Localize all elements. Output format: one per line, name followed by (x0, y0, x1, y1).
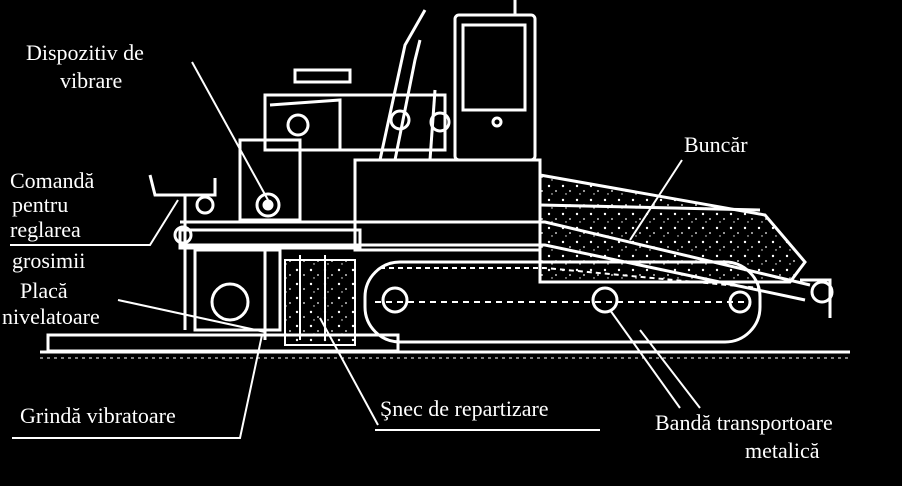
label-auger: Şnec de repartizare (380, 396, 549, 421)
vibration-device (238, 138, 302, 222)
label-thickness-cmd-line3: reglarea (10, 217, 81, 242)
leader-lines (10, 61, 701, 439)
operator-seat (263, 9, 451, 161)
auger (284, 255, 356, 346)
label-thickness-cmd-line4: grosimii (12, 248, 85, 273)
label-vibration-device-line1: Dispozitiv de (26, 40, 144, 65)
label-screed-plate-line2: nivelatoare (2, 304, 100, 329)
label-conveyor-line2: metalică (745, 438, 820, 463)
label-vibration-device-line2: vibrare (60, 68, 122, 93)
thickness-control (148, 174, 217, 330)
label-hopper: Buncăr (684, 132, 748, 157)
conveyor-track (363, 260, 762, 344)
operator-cabin (453, 0, 537, 162)
chassis (178, 158, 811, 302)
label-thickness-cmd-line1: Comandă (10, 168, 95, 193)
hopper-body (538, 173, 834, 318)
label-vibrating-beam: Grindă vibratoare (20, 403, 176, 428)
label-screed-plate-line1: Placă (20, 278, 68, 303)
screed-assembly (193, 248, 282, 340)
label-thickness-cmd-line2: pentru (12, 192, 68, 217)
label-conveyor-line1: Bandă transportoare (655, 410, 833, 435)
ground (40, 333, 850, 359)
